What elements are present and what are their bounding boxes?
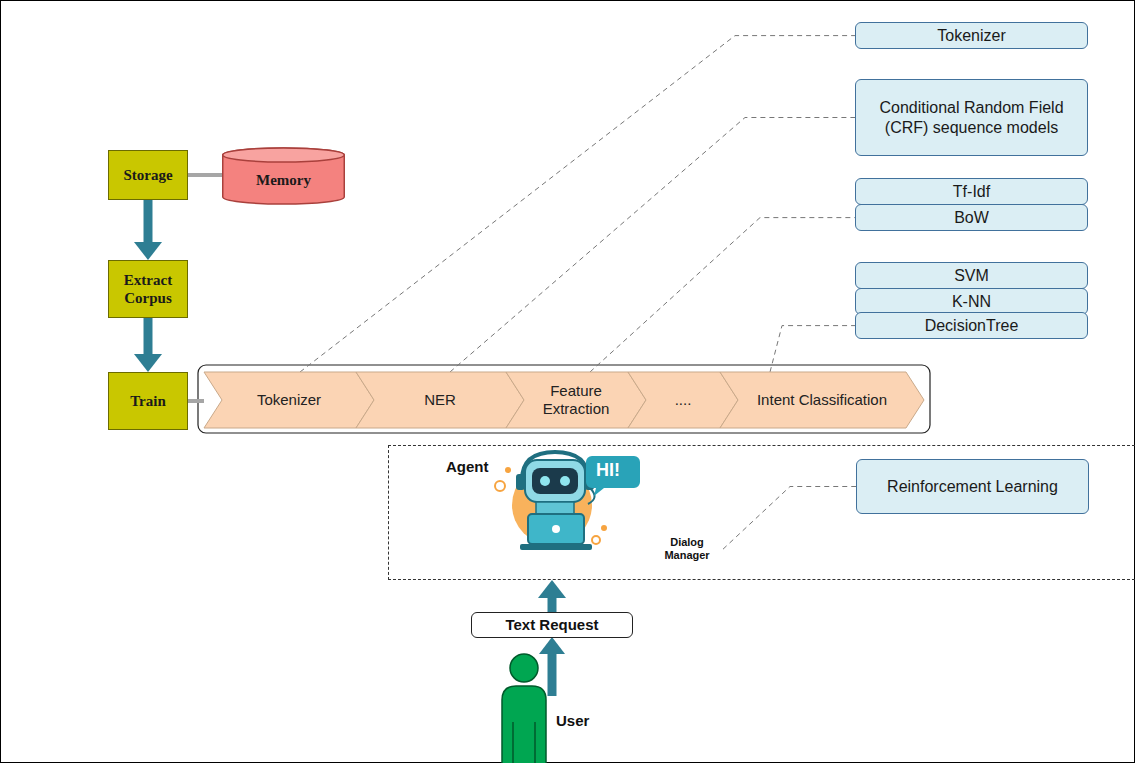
process-box: Storage bbox=[108, 150, 188, 200]
node-text: Conditional Random Field (CRF) sequence … bbox=[856, 97, 1087, 137]
flow-arrow bbox=[144, 318, 153, 354]
process-box: Train bbox=[108, 372, 188, 430]
node-text: NER bbox=[400, 391, 480, 409]
user-figure bbox=[502, 654, 546, 763]
flow-arrow bbox=[144, 200, 153, 242]
pipeline-step: Tokenizer bbox=[204, 372, 374, 428]
link-line bbox=[188, 173, 222, 177]
method-box: Tokenizer bbox=[855, 22, 1088, 49]
region-heading: Agent bbox=[446, 458, 506, 476]
pipeline-step: Feature Extraction bbox=[506, 372, 646, 428]
method-box: Reinforcement Learning bbox=[856, 459, 1089, 514]
node-text: Memory bbox=[256, 171, 311, 189]
leader-connector bbox=[590, 218, 855, 372]
method-box: BoW bbox=[855, 204, 1088, 231]
node-text: K-NN bbox=[946, 291, 997, 312]
node-text: .... bbox=[651, 391, 716, 409]
node-text: Tf-Idf bbox=[947, 181, 996, 202]
leader-connector bbox=[300, 36, 855, 372]
node-text: Tokenizer bbox=[931, 25, 1011, 46]
request-box: Text Request bbox=[471, 612, 633, 638]
flow-arrow bbox=[548, 598, 557, 612]
method-box: SVM bbox=[855, 262, 1088, 289]
pipeline-step: Intent Classification bbox=[720, 372, 924, 428]
storage-cylinder: Memory bbox=[222, 148, 345, 204]
link-line bbox=[188, 399, 204, 403]
pipeline-step: NER bbox=[356, 372, 524, 428]
component-label: Dialog Manager bbox=[655, 536, 719, 562]
node-text: BoW bbox=[948, 207, 995, 228]
method-box: DecisionTree bbox=[855, 312, 1088, 339]
node-text: DecisionTree bbox=[919, 315, 1025, 336]
node-text: Tokenizer bbox=[233, 391, 345, 409]
method-box: Tf-Idf bbox=[855, 178, 1088, 205]
agent-region: AgentDialog Manager Reinforcement Learnin… bbox=[388, 445, 1135, 580]
pipeline-container bbox=[198, 365, 930, 433]
pipeline-step: .... bbox=[628, 372, 738, 428]
method-box: Conditional Random Field (CRF) sequence … bbox=[855, 79, 1088, 156]
node-text: Reinforcement Learning bbox=[881, 476, 1064, 497]
node-text: Extract Corpus bbox=[109, 271, 187, 307]
node-text: SVM bbox=[948, 265, 995, 286]
speech-bubble-text: HI! bbox=[596, 460, 620, 481]
leader-connector bbox=[450, 118, 855, 373]
node-text: Text Request bbox=[499, 615, 604, 635]
process-box: Extract Corpus bbox=[108, 260, 188, 318]
leader-connector bbox=[723, 487, 856, 550]
node-text: Intent Classification bbox=[733, 391, 911, 409]
actor-label: User bbox=[556, 712, 589, 729]
node-text: Feature Extraction bbox=[506, 382, 646, 418]
node-text: Storage bbox=[120, 166, 175, 184]
node-text: Train bbox=[127, 392, 169, 410]
leader-connector bbox=[770, 326, 855, 372]
robot-illustration bbox=[495, 452, 640, 550]
user-arrow bbox=[539, 637, 565, 696]
